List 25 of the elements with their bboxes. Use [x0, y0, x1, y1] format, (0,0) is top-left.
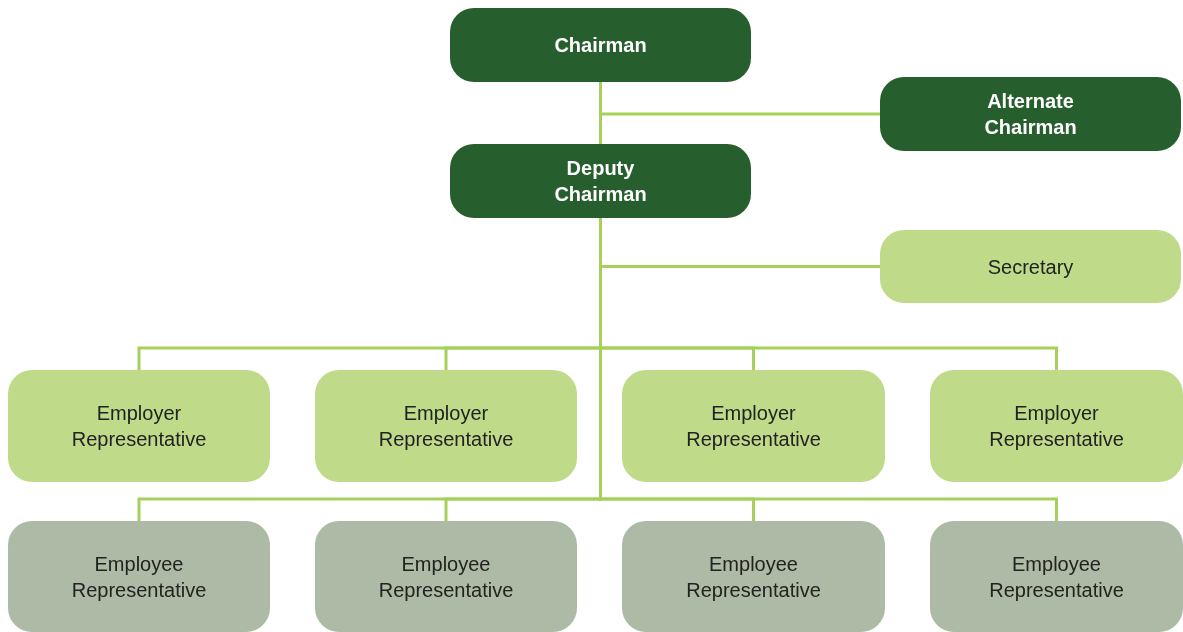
leadership-box [880, 77, 1181, 151]
role-title: Employer Representative [988, 401, 1125, 452]
role-title: Employer Representative [70, 401, 208, 452]
role-box [315, 521, 577, 632]
leadership-box [450, 144, 751, 218]
connector-line [599, 82, 880, 116]
role-title: Secretary [987, 254, 1074, 280]
role-title: Alternate Chairman [983, 89, 1078, 140]
leadership-box [450, 8, 751, 82]
role-title: Employee Representative [70, 551, 208, 603]
role-box [930, 521, 1183, 632]
role-title: Employer Representative [377, 401, 515, 452]
role-box [880, 230, 1181, 303]
role-box [930, 370, 1183, 482]
role-box [622, 370, 885, 482]
role-box [622, 521, 885, 632]
role-title: Employee Representative [988, 551, 1125, 603]
role-title: Employer Representative [685, 401, 822, 452]
role-box [8, 370, 270, 482]
role-title: Employee Representative [685, 551, 822, 603]
role-title: Employee Representative [377, 551, 515, 603]
role-title: Deputy Chairman [553, 156, 648, 207]
role-title: Chairman [554, 33, 647, 58]
role-box [315, 370, 577, 482]
role-box [8, 521, 270, 632]
